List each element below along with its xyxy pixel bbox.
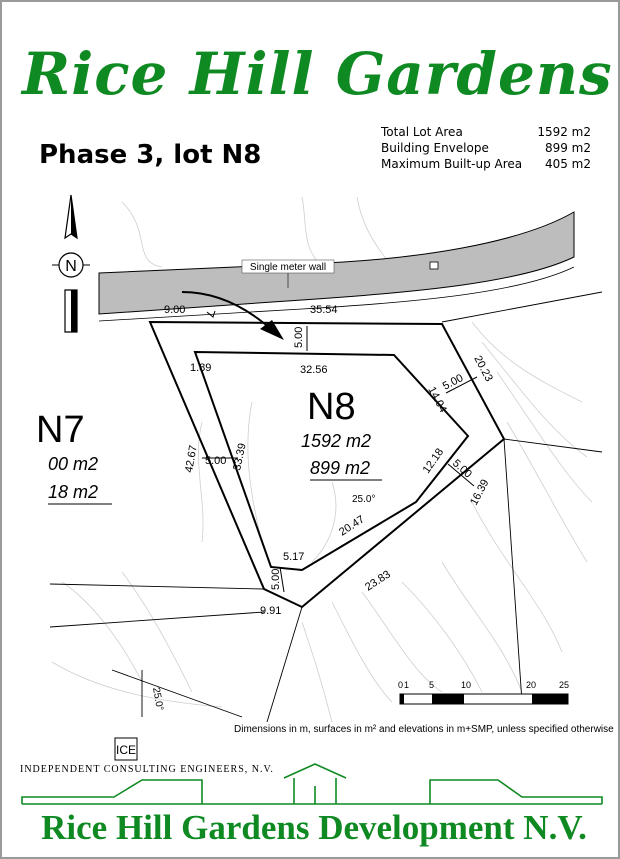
stat-value: 405 m2 <box>544 157 591 171</box>
dim-setback-bottom: 5.00 <box>270 569 282 590</box>
lot-title: Phase 3, lot N8 <box>39 140 262 170</box>
scale-tick: 10 <box>461 680 471 690</box>
dim-right-upper-edge: 20.23 <box>471 354 495 384</box>
lot-name: N8 <box>307 386 356 428</box>
setback-markers <box>202 326 478 593</box>
single-meter-wall <box>98 211 575 315</box>
survey-mark-icon <box>206 310 216 318</box>
lot-stats-table: Total Lot Area 1592 m2 Building Envelope… <box>381 124 591 172</box>
scale-tick: 20 <box>526 680 536 690</box>
neighbor-lot-lines <box>49 291 603 723</box>
wall-label: Single meter wall <box>250 262 326 273</box>
lot-pointer-arrow <box>181 291 275 333</box>
stat-row-building-envelope: Building Envelope 899 m2 <box>381 140 591 156</box>
brand-title: Rice Hill Gardens <box>22 40 613 108</box>
arrowhead-icon <box>260 320 284 340</box>
side-slope: 25.0° <box>150 687 165 712</box>
dim-bottom-edge: 23.83 <box>363 568 393 593</box>
building-envelope <box>193 350 470 572</box>
engineer-logo-text: ICE <box>116 743 136 757</box>
contour-lines <box>51 196 593 723</box>
stat-value: 899 m2 <box>544 141 591 155</box>
scale-tick: 1 <box>404 680 409 690</box>
dim-envelope-right-lower: 12.18 <box>421 446 447 475</box>
stat-label: Building Envelope <box>381 141 489 155</box>
engineer-name: INDEPENDENT CONSULTING ENGINEERS, N.V. <box>20 764 274 775</box>
lot-total-area: 1592 m2 <box>301 431 371 451</box>
footer-decoration <box>21 763 603 805</box>
neighbor-total-area: 00 m2 <box>48 454 98 474</box>
wall-offset-line <box>98 308 303 322</box>
stat-label: Maximum Built-up Area <box>381 157 523 171</box>
scale-tick: 0 <box>398 680 403 690</box>
dim-setback-right-lower: 5.00 <box>450 457 474 480</box>
dim-bottom-left-edge: 9.91 <box>260 605 281 617</box>
north-symbol: N <box>65 258 77 275</box>
wall-offset-curve <box>301 266 575 310</box>
scale-bar: 0 1 5 10 20 25 <box>398 680 569 705</box>
neighbor-envelope-area: 18 m2 <box>48 482 98 502</box>
company-name: Rice Hill Gardens Development N.V. <box>41 808 587 847</box>
lot-boundary <box>148 320 506 609</box>
dimensions-note: Dimensions in m, surfaces in m² and elev… <box>234 724 614 735</box>
neighbor-lot-name: N7 <box>36 409 85 451</box>
scale-tick: 25 <box>559 680 569 690</box>
stat-value: 1592 m2 <box>537 125 591 139</box>
dim-left-edge: 42.67 <box>183 444 200 473</box>
dim-top-left-segment: 9.00 <box>164 304 185 316</box>
stat-row-total-lot-area: Total Lot Area 1592 m2 <box>381 124 591 140</box>
stat-label: Total Lot Area <box>381 125 463 139</box>
dim-setback-left: 5.00 <box>205 455 226 467</box>
wall-marker-icon <box>429 261 439 270</box>
dim-envelope-top: 32.56 <box>300 364 328 376</box>
scale-tick: 5 <box>429 680 434 690</box>
dim-envelope-bottom-left: 5.17 <box>283 551 304 563</box>
dim-top-edge: 35.54 <box>310 304 338 316</box>
engineer-logo: ICE <box>114 737 138 761</box>
dim-right-lower-edge: 16.39 <box>468 477 492 507</box>
stat-row-max-built-up-area: Maximum Built-up Area 405 m2 <box>381 156 591 172</box>
north-arrow-icon: N <box>52 194 90 333</box>
dim-envelope-top-left: 1.89 <box>190 362 211 374</box>
dim-setback-top: 5.00 <box>293 327 305 348</box>
dim-envelope-left: 33.39 <box>231 442 248 471</box>
lot-slope: 25.0° <box>352 494 375 505</box>
lot-envelope-area: 899 m2 <box>310 458 370 478</box>
